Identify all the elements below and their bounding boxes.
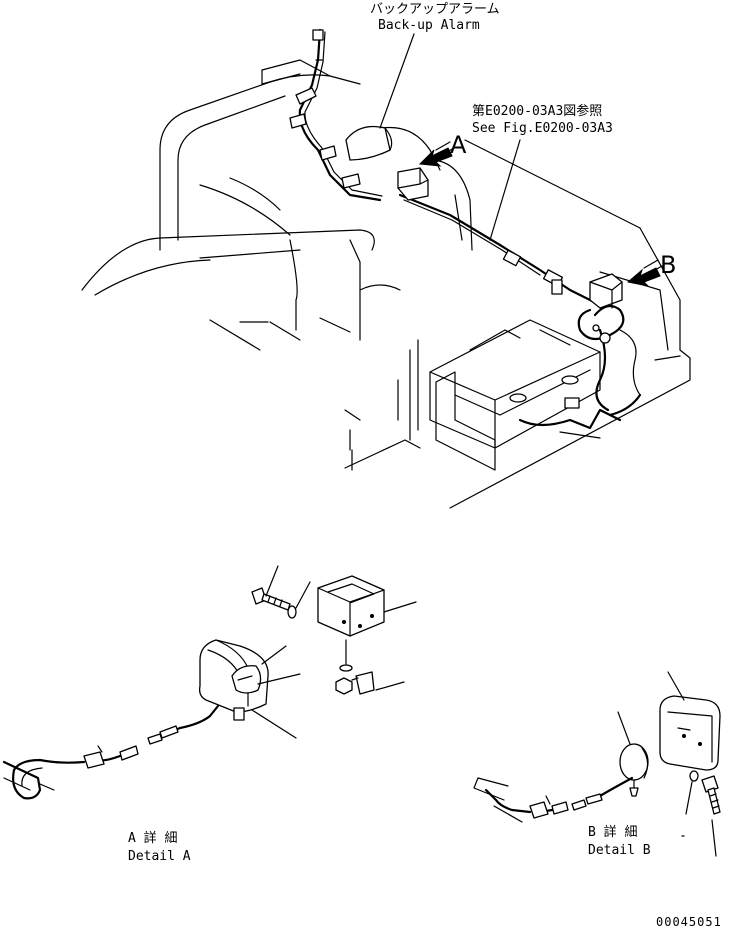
detail-b-label-en: Detail B [588, 843, 651, 858]
bracket-b-top [589, 273, 623, 309]
see-fig-label-jp: 第E0200-03A3図参照 [472, 103, 602, 119]
detail-a-label-en: Detail A [128, 849, 191, 864]
see-fig-label-en: See Fig.E0200-03A3 [472, 121, 613, 136]
washer-a [287, 605, 297, 619]
back-up-alarm-top [345, 125, 429, 201]
alarm-unit-a [198, 639, 269, 721]
detail-b-label-jp: B 詳 細 [588, 824, 637, 840]
detail-a [2, 565, 417, 800]
alarm-unit-b [619, 743, 649, 797]
backup-alarm-label-en: Back-up Alarm [378, 18, 480, 33]
view-arrow-a [418, 141, 455, 167]
detail-a-label-jp: A 詳 細 [128, 830, 177, 846]
backup-alarm-label-jp: バックアップアラーム [370, 2, 500, 17]
bolt-b [701, 775, 721, 815]
terminal-a [355, 671, 375, 695]
bolt-a [251, 587, 291, 611]
drawing-number: 00045051 [656, 915, 722, 929]
machine-body-outline [81, 59, 691, 509]
detail-b [473, 671, 721, 857]
battery [429, 319, 601, 471]
view-label-b: B [660, 251, 676, 279]
harness-connector [312, 29, 324, 41]
mount-bracket-b [659, 695, 721, 771]
mount-bracket-a [317, 575, 385, 637]
view-label-a: A [450, 131, 467, 159]
leader-see-fig [489, 139, 521, 241]
washer-a2 [339, 664, 353, 672]
wiring-harness-top [289, 28, 642, 439]
washer-b [689, 770, 699, 782]
view-arrow-b [626, 259, 663, 287]
nut-a [335, 677, 353, 695]
leader-backup-alarm [379, 33, 415, 129]
